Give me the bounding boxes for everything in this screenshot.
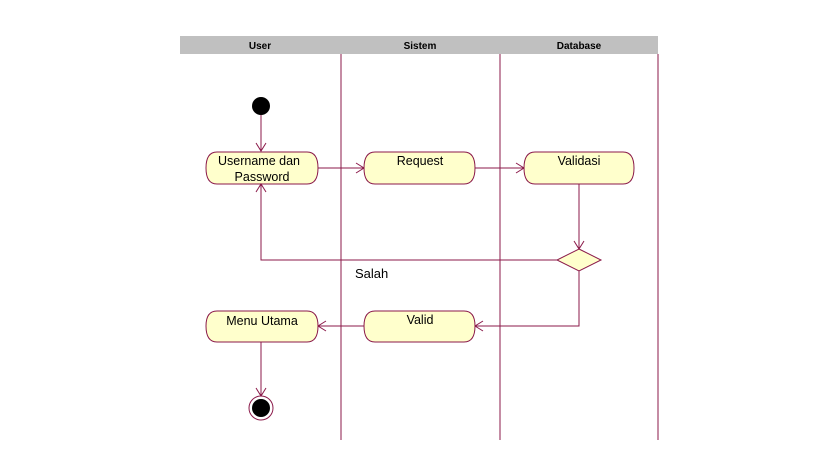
action-request-label: Request xyxy=(397,154,444,168)
arrowhead xyxy=(255,183,267,193)
guard-salah: Salah xyxy=(355,266,388,281)
decision-node xyxy=(555,248,603,272)
action-username-password-line2: Password xyxy=(235,170,290,184)
lane-title-user: User xyxy=(249,41,271,52)
action-validasi-label: Validasi xyxy=(558,154,601,168)
flow-decision-to-valid xyxy=(475,271,580,327)
action-validasi xyxy=(523,151,635,185)
initial-node xyxy=(252,97,270,115)
action-valid xyxy=(363,310,476,343)
action-valid-label: Valid xyxy=(407,313,434,327)
swimlane-header-bar xyxy=(180,36,658,54)
final-node xyxy=(252,399,270,417)
action-menu-utama-label: Menu Utama xyxy=(226,314,298,328)
arrowhead xyxy=(255,142,267,152)
flow-salah-to-login xyxy=(260,184,557,261)
lane-title-database: Database xyxy=(557,41,602,52)
action-username-password xyxy=(205,151,319,185)
action-request xyxy=(363,151,476,185)
lane-title-sistem: Sistem xyxy=(404,41,437,52)
action-username-password-line1: Username dan xyxy=(218,154,300,168)
action-menu-utama xyxy=(205,310,319,343)
